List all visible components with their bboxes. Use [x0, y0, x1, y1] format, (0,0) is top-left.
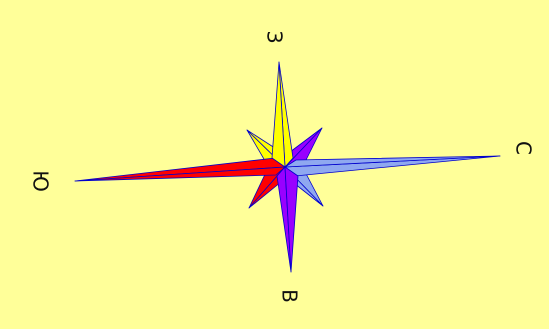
label-north: С: [512, 141, 536, 155]
label-south: Ю: [29, 170, 53, 192]
label-east: В: [278, 289, 302, 303]
label-west: З: [263, 31, 287, 44]
